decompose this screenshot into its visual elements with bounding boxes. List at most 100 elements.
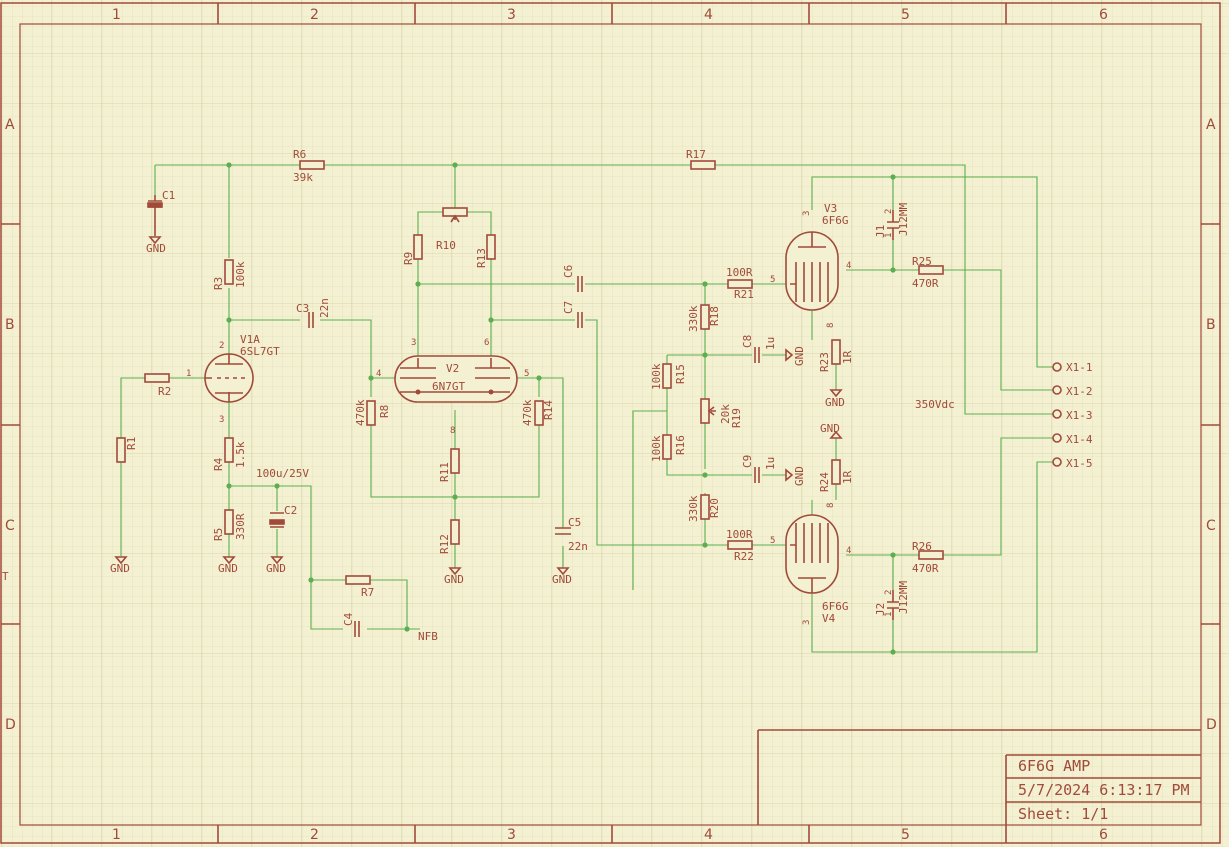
value-v4: 6F6G — [822, 600, 849, 613]
value-r22: 100R — [726, 528, 753, 541]
label-r9: R9 — [402, 252, 415, 265]
pin-v2-4: 4 — [376, 369, 381, 379]
tube-v4 — [785, 514, 839, 594]
value-c2: 100u/25V — [256, 467, 309, 480]
label-r8: R8 — [378, 405, 391, 418]
label-r1: R1 — [125, 437, 138, 450]
pin-v3-8: 8 — [826, 323, 836, 328]
pin-numbers: 2 1 3 3 6 4 5 8 3 5 4 8 8 5 4 3 1 2 1 2 — [186, 209, 894, 625]
label-r11: R11 — [438, 462, 451, 482]
label-j1: J1 — [874, 225, 887, 238]
label-r14: R14 — [542, 400, 555, 420]
title-block: 6F6G AMP 5/7/2024 6:13:17 PM Sheet: 1/1 — [757, 729, 1201, 825]
frame-col-3-top: 3 — [507, 7, 516, 23]
label-r19: R19 — [730, 408, 743, 428]
frame-col-3-bottom: 3 — [507, 827, 516, 843]
pin-v4-4: 4 — [846, 546, 851, 556]
pin-v4-8: 8 — [826, 503, 836, 508]
x1-1-label: X1-1 — [1066, 361, 1093, 374]
hv-label: 350Vdc — [915, 398, 955, 411]
label-r4: R4 — [212, 457, 225, 471]
label-c4: C4 — [342, 612, 355, 626]
pin-v2-6: 6 — [484, 338, 489, 348]
pin-j2-1: 1 — [884, 612, 894, 617]
frame-col-6-top: 6 — [1099, 7, 1108, 23]
value-r25: 470R — [912, 277, 939, 290]
frame-row-d-right: D — [1206, 717, 1217, 733]
pin-v1-3: 3 — [219, 415, 224, 425]
pin-j2-2: 2 — [884, 590, 894, 595]
value-r14: 470k — [521, 399, 534, 426]
label-r7: R7 — [361, 586, 374, 599]
gnd-label-r12: GND — [444, 573, 464, 586]
jack-j2 — [887, 590, 899, 620]
label-r13: R13 — [475, 248, 488, 268]
value-r6: 39k — [293, 171, 313, 184]
capacitors — [147, 195, 760, 637]
frame-col-4-top: 4 — [704, 7, 713, 23]
frame-col-2-bottom: 2 — [310, 827, 319, 843]
frame-row-b-left: B — [5, 317, 15, 333]
label-r20: R20 — [708, 498, 721, 518]
label-r3: R3 — [212, 277, 225, 290]
label-r17: R17 — [686, 148, 706, 161]
label-c9: C9 — [741, 455, 754, 468]
frame-col-5-bottom: 5 — [901, 827, 910, 843]
value-c3: 22n — [318, 298, 331, 318]
frame-row-d-left: D — [5, 717, 16, 733]
value-r19: 20k — [719, 404, 732, 424]
sheet-number: Sheet: 1/1 — [1018, 805, 1108, 823]
pin-v4-3: 3 — [802, 620, 812, 625]
gnd-label-r23: GND — [825, 396, 845, 409]
pin-v2-3: 3 — [411, 338, 416, 348]
value-v3: 6F6G — [822, 214, 849, 227]
label-r12: R12 — [438, 534, 451, 554]
gnd-label-r1: GND — [110, 562, 130, 575]
label-r10: R10 — [436, 239, 456, 252]
nfb-label: NFB — [418, 630, 438, 643]
value-r20: 330k — [687, 495, 700, 522]
connector-labels: X1-1 X1-2 X1-3 X1-4 X1-5 — [1066, 361, 1093, 470]
pin-v3-3: 3 — [802, 211, 812, 216]
label-c2: C2 — [284, 504, 297, 517]
value-v1a: 6SL7GT — [240, 345, 280, 358]
pin-v2-5: 5 — [524, 369, 529, 379]
label-v2: V2 — [446, 362, 459, 375]
wires — [120, 164, 1053, 653]
value-j1: J12MM — [897, 203, 910, 236]
junction-dots — [226, 162, 896, 655]
gnd-label-c9: GND — [793, 466, 806, 486]
gnd-label-r5: GND — [218, 562, 238, 575]
value-r23: 1R — [841, 350, 854, 364]
value-r4: 1.5k — [234, 441, 247, 468]
value-c9: 1u — [764, 457, 777, 470]
frame-row-a-right: A — [1206, 117, 1216, 133]
value-r5: 330R — [234, 513, 247, 540]
gnd-label-c2: GND — [266, 562, 286, 575]
value-r15: 100k — [650, 363, 663, 390]
label-c3: C3 — [296, 302, 309, 315]
label-r15: R15 — [674, 364, 687, 384]
x1-4-label: X1-4 — [1066, 433, 1093, 446]
label-r2: R2 — [158, 385, 171, 398]
net-labels: GND GND GND GND GND GND GND GND GND GND … — [110, 242, 955, 643]
pin-v1-2: 2 — [219, 341, 224, 351]
label-r18: R18 — [708, 306, 721, 326]
label-r16: R16 — [674, 435, 687, 455]
label-c8: C8 — [741, 335, 754, 348]
part-labels: C1 R6 39k R17 R3 100k C3 22n V1A 6SL7GT … — [125, 148, 939, 626]
pin-v1-1: 1 — [186, 369, 191, 379]
ground-symbols — [114, 236, 843, 576]
label-r21: R21 — [734, 288, 754, 301]
label-v1a: V1A — [240, 333, 260, 346]
label-j2: J2 — [874, 603, 887, 616]
tube-v1a — [204, 353, 254, 403]
frame-row-c-right: C — [1206, 518, 1216, 534]
label-v4: V4 — [822, 612, 836, 625]
value-r21: 100R — [726, 266, 753, 279]
frame-row-c-left: C — [5, 518, 15, 534]
label-r22: R22 — [734, 550, 754, 563]
pin-v2-8: 8 — [450, 426, 455, 436]
